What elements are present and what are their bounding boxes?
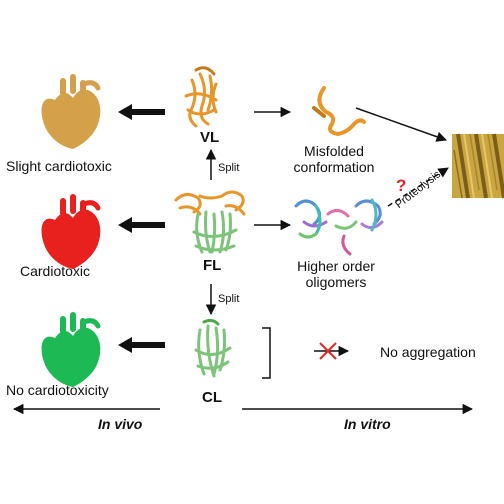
cl-bracket xyxy=(262,327,271,379)
split-label-top: Split xyxy=(218,162,240,174)
cl-protein-structure xyxy=(194,318,232,378)
arrow-misfolded-to-fibrils xyxy=(355,107,447,142)
arrow-vl-to-heart xyxy=(118,104,165,120)
heart-cardiotoxic-icon xyxy=(41,194,101,269)
vl-protein-structure xyxy=(184,66,218,128)
amyloid-fibril-icon xyxy=(452,133,504,199)
misfolded-structure xyxy=(312,86,366,137)
arrow-fl-to-heart xyxy=(118,217,165,233)
misfolded-label-line2: conformation xyxy=(293,159,375,175)
heart-slight-icon xyxy=(41,74,101,149)
oligomer-structure xyxy=(294,198,384,256)
cross-icon xyxy=(319,342,337,360)
oligomers-label-line1: Higher order xyxy=(297,258,375,274)
arrow-cl-to-heart xyxy=(118,337,165,353)
misfolded-label-line1: Misfolded xyxy=(304,143,364,159)
fl-label: FL xyxy=(203,257,222,274)
vl-label: VL xyxy=(200,129,220,146)
oligomers-label-line2: oligomers xyxy=(305,274,367,290)
fl-protein-structure xyxy=(174,190,246,254)
cardiotoxic-label: Cardiotoxic xyxy=(20,263,91,279)
cl-label: CL xyxy=(202,389,222,406)
question-mark: ? xyxy=(396,176,407,195)
arrow-oligomers-to-fibrils xyxy=(387,167,449,207)
in-vitro-label: In vitro xyxy=(344,416,391,432)
slight-cardiotoxic-label: Slight cardiotoxic xyxy=(6,158,112,174)
no-aggregation-label: No aggregation xyxy=(380,344,476,360)
no-cardiotoxicity-label: No cardiotoxicity xyxy=(6,382,109,398)
heart-no-cardiotoxicity-icon xyxy=(41,312,101,387)
oligomers-label: Higher order oligomers xyxy=(286,258,386,290)
in-vivo-label: In vivo xyxy=(98,416,143,432)
misfolded-label: Misfolded conformation xyxy=(284,143,384,175)
split-label-bottom: Split xyxy=(218,293,240,305)
